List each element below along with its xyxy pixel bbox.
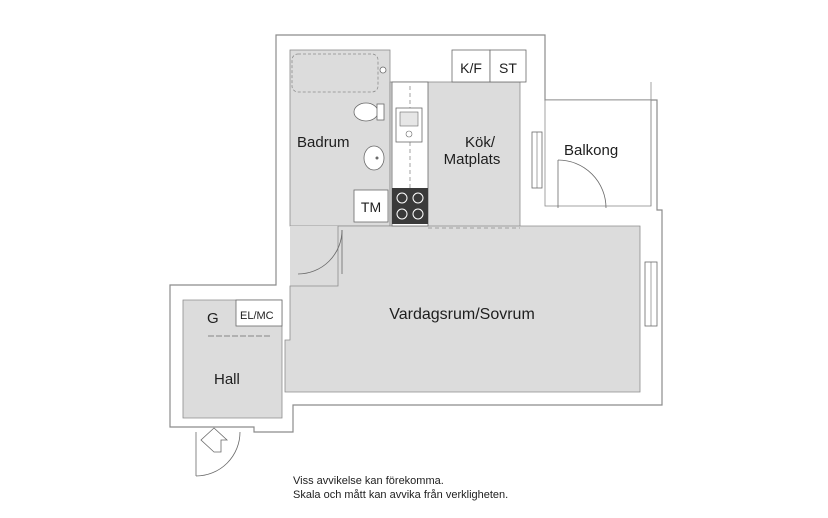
disclaimer-line-1: Viss avvikelse kan förekomma. <box>293 475 444 487</box>
room-label-g: G <box>207 310 219 327</box>
stove-burner-1 <box>396 192 408 204</box>
bathroom-floor-lower <box>290 226 338 286</box>
stove-burner-3 <box>396 208 408 220</box>
balcony-door-swing <box>557 159 607 209</box>
room-label-kok-line1: Kök/ <box>465 134 496 151</box>
fridge-box <box>451 49 491 83</box>
bathtub-tap-icon <box>379 66 387 74</box>
entrance-door-swing <box>195 431 241 477</box>
washing-machine-box <box>353 189 389 223</box>
stove-burner-4 <box>412 208 424 220</box>
stove-burner-2 <box>412 192 424 204</box>
room-label-badrum: Badrum <box>297 134 350 151</box>
stove-icon <box>392 188 428 224</box>
room-label-el-mc: EL/MC <box>240 310 274 322</box>
kitchen-sink-basin <box>399 111 419 127</box>
room-label-hall: Hall <box>214 371 240 388</box>
balcony-area <box>544 99 652 207</box>
room-label-tm: TM <box>361 199 381 215</box>
sink-drain <box>375 156 379 160</box>
room-label-vardagsrum: Vardagsrum/Sovrum <box>389 306 535 323</box>
sink-icon <box>363 145 385 171</box>
room-label-st: ST <box>499 60 517 76</box>
room-label-kok-line2: Matplats <box>444 151 501 168</box>
storage-box <box>489 49 527 83</box>
el-mc-cabinet <box>235 299 283 327</box>
bathtub <box>291 53 379 93</box>
toilet-icon <box>353 102 379 122</box>
room-label-kf: K/F <box>460 60 482 76</box>
disclaimer-line-2: Skala och mått kan avvika från verklighe… <box>293 489 509 501</box>
kitchen-sink-drain <box>405 130 413 138</box>
room-label-balkong: Balkong <box>564 142 618 159</box>
bathroom-door-swing <box>297 229 343 275</box>
living-room-floor <box>284 225 641 393</box>
entrance-arrow-icon <box>200 427 229 453</box>
toilet-tank <box>376 103 385 121</box>
